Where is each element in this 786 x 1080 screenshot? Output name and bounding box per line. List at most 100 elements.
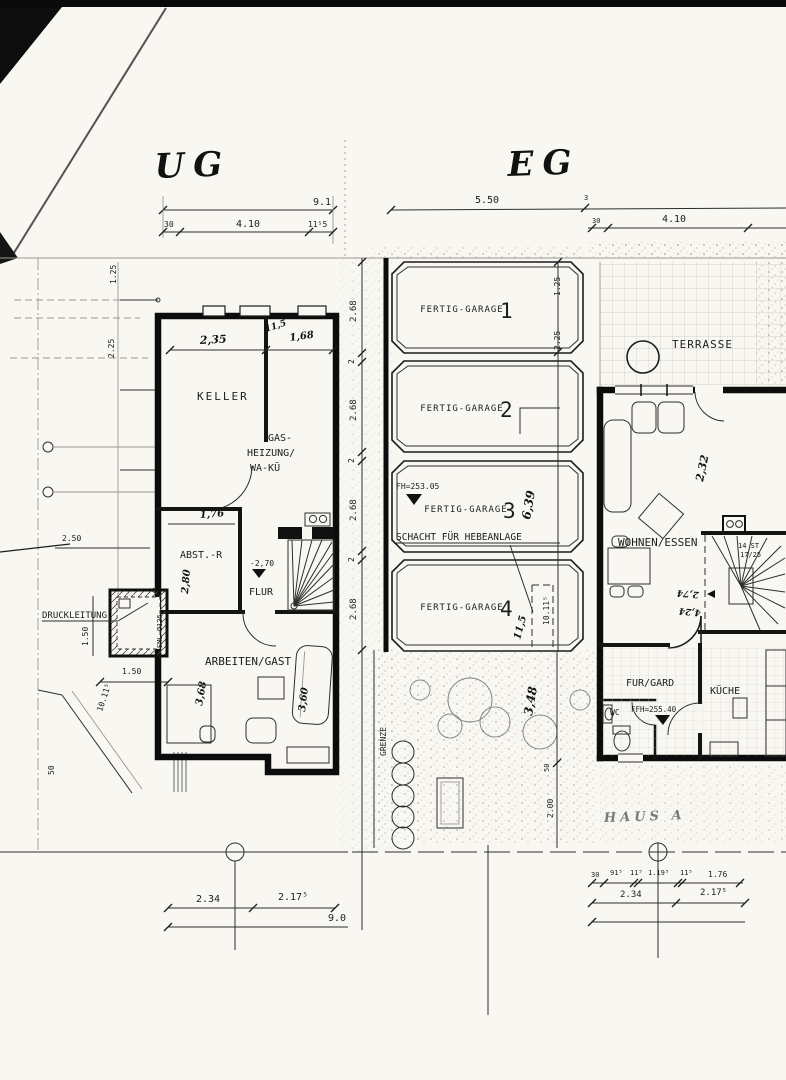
grenze-label: GRENZE <box>379 727 388 756</box>
eg-dim-232: 2,32 <box>693 453 712 483</box>
ug-dim-b2175: 2.17⁵ <box>278 892 308 903</box>
eg-title: EG <box>506 142 581 185</box>
garage-1: FERTIG-GARAGE 1 <box>391 261 584 354</box>
hedge-row <box>391 740 415 850</box>
eg-terrasse: TERRASSE <box>599 262 786 386</box>
garage-1-number: 1 <box>500 299 513 323</box>
ug-walls <box>154 305 340 776</box>
radiator-fixture <box>722 515 746 533</box>
eg-bottom-dims: 30 91⁵ 11⁵ 1.19⁵ 11⁵ 1.76 2.34 2.17⁵ <box>352 842 786 958</box>
ug-dim-50: 50 <box>47 765 56 775</box>
eg-chain-4: 2.68 <box>349 499 359 521</box>
eg-dim-r125: 1.25 <box>553 277 562 296</box>
ug-dim-couch: 3,60 <box>297 687 311 713</box>
garage-fh-label: FH=253.05 <box>396 482 440 491</box>
ug-pipe-label: SML Ø125 <box>156 614 164 648</box>
eg-chain-2: 2.68 <box>349 399 359 421</box>
eg-dim-r225: 2.25 <box>553 331 562 350</box>
eg-dim-10115: 10.11⁵ <box>542 596 551 625</box>
garage-3-number: 3 <box>503 499 516 523</box>
eg-bdim-234: 2.34 <box>620 890 642 900</box>
ug-dim-arb-h: 3,68 <box>194 681 209 707</box>
garage-2: FERTIG-GARAGE 2 <box>391 360 584 453</box>
eg-top-dims: 5.50 3 30 4.10 <box>0 194 786 259</box>
ug-dim-250: 2.50 <box>62 534 81 543</box>
eg-dim-424: 4,24 <box>679 605 702 617</box>
eg-dim-30: 30 <box>592 217 600 225</box>
ug-dim-410: 4.10 <box>236 219 260 230</box>
eg-house-walls <box>596 384 786 763</box>
eg-dim-550: 5.50 <box>475 195 499 206</box>
eg-bdim-30: 30 <box>591 871 599 879</box>
ug-dim-30: 30 <box>164 220 174 229</box>
ug-top-dims: 9.1 30 4.10 11⁵5 <box>158 196 338 244</box>
eg-dim-3: 3 <box>584 194 588 202</box>
level-marker-icon <box>655 715 670 725</box>
wohnen-label: WOHNEN/ESSEN <box>618 536 697 549</box>
terrace-table <box>626 340 660 374</box>
eg-chain-0: 2.68 <box>349 300 359 322</box>
scan-artifacts <box>0 0 786 853</box>
stair-direction-icon <box>707 590 715 598</box>
eg-bdim-115b: 11⁵ <box>680 869 693 877</box>
eg-bdim-115a: 11⁵ <box>630 869 643 877</box>
ug-room-keller: KELLER <box>197 390 249 403</box>
ug-dim-shaft150: 1.50 <box>81 627 90 646</box>
garage-4: FERTIG-GARAGE 4 11,5 10.11⁵ <box>391 559 584 652</box>
eg-bdim-2175: 2.17⁵ <box>700 888 727 898</box>
eg-service-rooms: FUR/GARD WC FFH=255.40 KÜCHE <box>602 649 786 757</box>
garage-2-number: 2 <box>500 398 513 422</box>
ug-dim-keller-w: 2,35 <box>198 333 226 347</box>
eg-chain-dims: 2.68 2 2.68 2 2.68 2 2.68 <box>347 257 367 930</box>
ug-dim-abst-w: 1,76 <box>199 508 224 521</box>
eg-plan: EG 5.50 3 30 4.10 2.68 2 <box>0 142 786 1015</box>
ug-room-abst: ABST.-R <box>180 550 223 561</box>
ug-shaft: SML Ø125 DRUCKLEITUNG 1.50 <box>42 588 169 658</box>
eg-dim-v200: 2.00 <box>546 799 555 818</box>
ug-bottom-dims: 2.34 2.17⁵ 9.0 <box>0 842 348 950</box>
haus-a-label: HAUS A <box>603 808 686 826</box>
eg-chain-6: 2.68 <box>349 598 359 620</box>
stair-note-1: 14 ST <box>738 542 760 550</box>
garage-3: FH=253.05 FERTIG-GARAGE 3 6,39 <box>391 460 584 553</box>
ug-furniture: 3,60 <box>166 645 333 764</box>
eg-stair: 14 ST 17/25 <box>704 535 786 631</box>
ug-room-arbeiten: ARBEITEN/GAST <box>205 655 291 668</box>
eg-dim-274: 2,74 <box>677 587 701 599</box>
eg-chain-3: 2 <box>347 458 356 463</box>
ug-druckleitung-label: DRUCKLEITUNG <box>42 611 107 621</box>
eg-dim-348: 3,48 <box>521 685 540 717</box>
eg-bdim-1195: 1.19⁵ <box>648 869 669 877</box>
eg-chain-1: 2 <box>347 359 356 364</box>
eg-dim-410: 4.10 <box>662 214 686 225</box>
eg-garden: GRENZE 3,48 50 2.00 HAUS A <box>372 650 786 1015</box>
ug-room-labels: KELLER GAS- HEIZUNG/ WA-KÜ ABST.-R FLUR … <box>180 390 295 668</box>
schacht-label: SCHACHT FÜR HEBEANLAGE <box>396 532 522 543</box>
ug-dim-left-125: 1.25 <box>109 265 118 284</box>
eg-chain-5: 2 <box>347 557 356 562</box>
ug-dim-150b: 1.50 <box>122 667 141 676</box>
garage-1-label: FERTIG-GARAGE <box>420 305 503 315</box>
eg-dim-115hw: 11,5 <box>512 614 529 640</box>
ug-dim-gas-w: 1,68 <box>289 330 315 344</box>
ug-plan: UG 9.1 30 4.10 11⁵5 1.25 <box>0 144 348 950</box>
ug-dim-b234: 2.34 <box>196 894 220 905</box>
ug-room-gas2: HEIZUNG/ <box>247 448 295 459</box>
ug-stair <box>287 539 335 611</box>
ug-level-flur: -2,70 <box>250 559 274 568</box>
ug-room-gas1: GAS- <box>268 433 292 444</box>
eg-bdim-915: 91⁵ <box>610 869 623 877</box>
garage-2-label: FERTIG-GARAGE <box>420 404 503 414</box>
eg-garages: FERTIG-GARAGE 1 FERTIG-GARAGE 2 FH=253.0… <box>383 257 584 652</box>
ffh-label: FFH=255.40 <box>631 705 677 714</box>
kueche-label: KÜCHE <box>710 684 740 697</box>
ug-title: UG <box>154 144 232 187</box>
ug-dim-115: 11⁵5 <box>308 220 327 229</box>
garage-4-number: 4 <box>500 597 513 621</box>
garage-3-label: FERTIG-GARAGE <box>424 505 507 515</box>
eg-wohnen: WOHNEN/ESSEN 2,32 2,74 4,24 <box>603 401 746 617</box>
ug-dim-10115: 10.11⁵ <box>95 682 112 712</box>
flurgard-label: FUR/GARD <box>626 678 674 689</box>
